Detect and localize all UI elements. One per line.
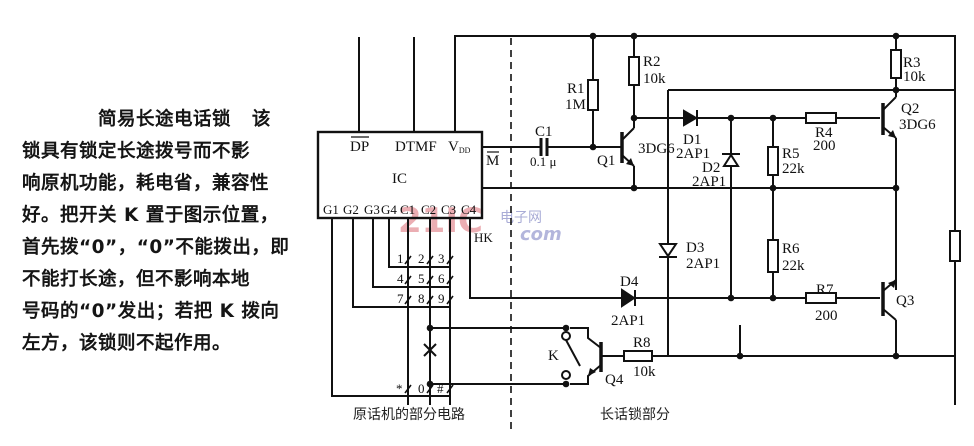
ic-box — [316, 130, 484, 220]
junctions — [426, 32, 900, 388]
key-6: 6 — [438, 271, 445, 286]
r1-name: R1 — [567, 81, 585, 97]
ic-pin-g2: G2 — [343, 202, 359, 217]
key-7: 7 — [397, 291, 404, 306]
keypad-labels: 1 2 3 4 5 6 7 8 9 * 0 # — [396, 251, 445, 396]
r5-name: R5 — [782, 146, 800, 162]
d1-value: 2AP1 — [676, 146, 710, 162]
q4-name: Q4 — [605, 372, 624, 388]
r8-name: R8 — [633, 335, 651, 351]
r4-name: R4 — [815, 125, 833, 141]
key-3: 3 — [438, 251, 445, 266]
section-label-original-phone: 原话机的部分电路 — [353, 407, 465, 423]
d3-value: 2AP1 — [686, 256, 720, 272]
transistor-arrows — [588, 130, 896, 376]
description-title: 简易长途电话锁 — [98, 109, 232, 130]
q4-arrow-icon — [588, 368, 596, 376]
key-4: 4 — [397, 271, 404, 286]
ic-pin-g4: G4 — [381, 202, 397, 217]
watermark-logo: 21IC — [398, 201, 483, 241]
ic-pin-c2: C2 — [421, 202, 436, 217]
ic-pin-dp: DP — [350, 139, 369, 155]
description-text: 简易长途电话锁 该 锁具有锁定长途拨号而不影 响原机功能，耗电省，兼容性 好。把… — [22, 104, 290, 360]
r3-name: R3 — [903, 55, 921, 71]
q2-arrow-icon — [888, 130, 896, 138]
diode-d2-icon — [722, 153, 740, 167]
q1-name: Q1 — [597, 153, 615, 169]
d4-value: 2AP1 — [611, 313, 645, 329]
key-8: 8 — [418, 291, 425, 306]
c1-value: 0.1 μ — [530, 154, 557, 169]
hk-label: HK — [474, 230, 493, 245]
key-hash: # — [437, 381, 444, 396]
watermark-en: com — [520, 224, 562, 245]
diode-d3-icon — [658, 243, 678, 258]
d4-name: D4 — [620, 274, 639, 290]
description-line-1: 简易长途电话锁 该 — [98, 109, 271, 130]
r1-value: 1M — [565, 97, 586, 113]
key-9: 9 — [438, 291, 445, 306]
r3-value: 10k — [903, 69, 926, 85]
r4-value: 200 — [813, 138, 836, 154]
mute-label: M — [486, 153, 499, 169]
d2-name: D2 — [702, 160, 720, 176]
key-5: 5 — [418, 271, 425, 286]
ic-pin-c1: C1 — [400, 202, 415, 217]
description-line-5: 首先拨“0”，“0”不能拨出，即 — [22, 237, 290, 258]
ic-pin-c3: C3 — [441, 202, 456, 217]
ic-pin-g1: G1 — [323, 202, 339, 217]
ic-name: IC — [392, 171, 407, 187]
ic-pin-c4: C4 — [461, 202, 477, 217]
diodes — [621, 109, 740, 308]
key-star: * — [396, 381, 403, 396]
diode-d4-icon — [621, 288, 636, 308]
component-labels: C1 0.1 μ R1 1M R2 10k Q1 3DG6 D1 2AP1 D2… — [530, 54, 936, 388]
description-line-8: 左方，该锁则不起作用。 — [22, 333, 232, 354]
r8-value: 10k — [633, 364, 656, 380]
description-line-4: 好。把开关 K 置于图示位置， — [22, 205, 279, 226]
r6-name: R6 — [782, 241, 800, 257]
ic-pin-vdd: VDD — [448, 139, 471, 155]
q1-arrow-icon — [626, 158, 634, 166]
q2-name: Q2 — [901, 101, 919, 117]
ic-pin-g3: G3 — [364, 202, 380, 217]
r6-value: 22k — [782, 258, 805, 274]
description-line-6: 不能打长途，但不影响本地 — [22, 269, 251, 290]
ic-pin-dtmf: DTMF — [395, 139, 437, 155]
description-line-2: 锁具有锁定长途拨号而不影 — [22, 141, 251, 162]
description-line-7: 号码的“0”发出；若把 K 拨向 — [22, 301, 280, 322]
r7-name: R7 — [816, 282, 834, 298]
section-label-long-distance-lock: 长话锁部分 — [600, 407, 670, 423]
q3-name: Q3 — [896, 293, 914, 309]
switch-k-label: K — [548, 348, 559, 364]
diode-d1-icon — [683, 109, 698, 127]
r5-value: 22k — [782, 161, 805, 177]
r2-value: 10k — [643, 71, 666, 87]
key-0: 0 — [418, 381, 425, 396]
wires — [316, 35, 961, 430]
ic-labels: DP DTMF VDD IC M G1 G2 G3 G4 C1 C2 C3 C4… — [323, 136, 499, 245]
q1-value: 3DG6 — [638, 141, 675, 157]
r2-name: R2 — [643, 54, 661, 70]
description-line-3: 响原机功能，耗电省，兼容性 — [22, 173, 270, 194]
c1-name: C1 — [535, 124, 553, 140]
d3-name: D3 — [686, 240, 704, 256]
q3-arrow-icon — [888, 280, 896, 288]
d2-value: 2AP1 — [692, 174, 726, 190]
d1-name: D1 — [683, 132, 701, 148]
watermark: 21IC 电子网 com — [398, 201, 562, 245]
key-1: 1 — [397, 251, 404, 266]
q2-value: 3DG6 — [899, 117, 936, 133]
key-2: 2 — [418, 251, 425, 266]
r7-value: 200 — [815, 308, 838, 324]
